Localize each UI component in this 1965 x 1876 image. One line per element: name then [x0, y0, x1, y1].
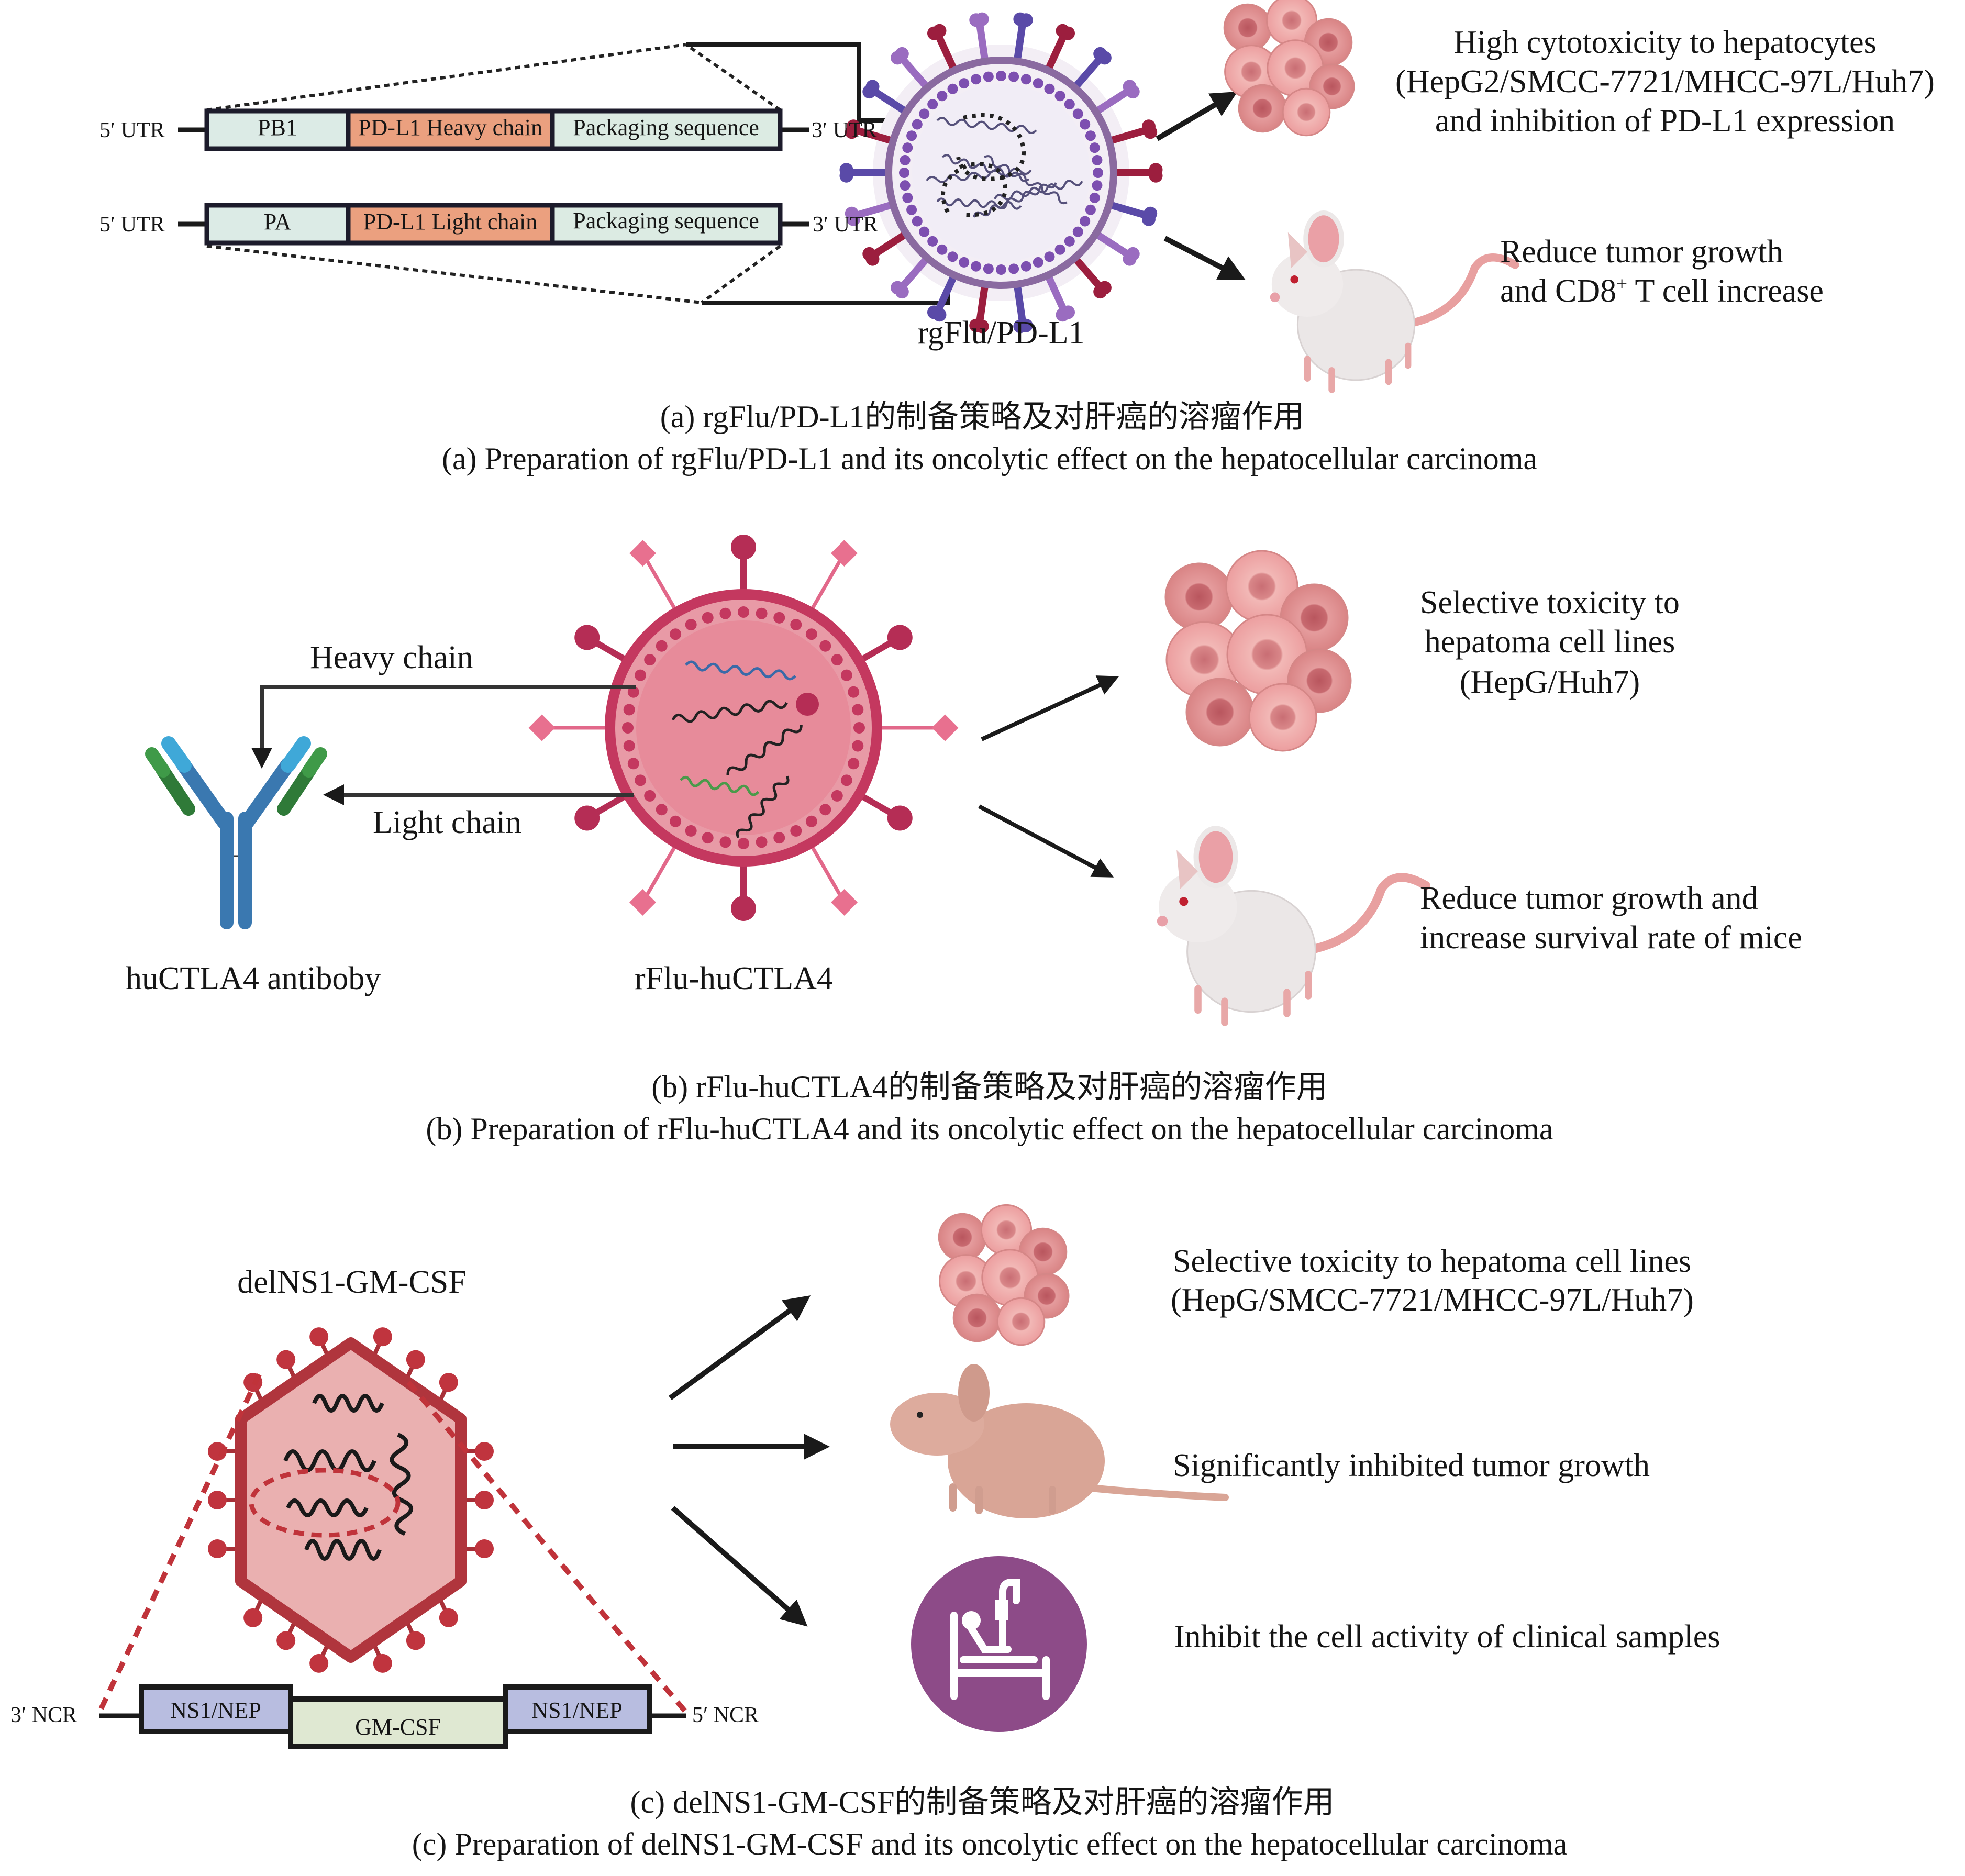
segment-pdl1-light-label: PD-L1 Light chain [363, 209, 538, 235]
tumor-cell [996, 1297, 1046, 1346]
segment-ns1-nep [139, 1684, 293, 1734]
segment-gmcsf-label: GM-CSF [355, 1714, 441, 1740]
influenza-virus-a-icon [839, 12, 1163, 334]
tumor-cell [1248, 683, 1317, 752]
tumor-cells-icon [1164, 550, 1352, 752]
nude-mouse-icon [890, 1364, 1229, 1518]
arrow-to-cells [1156, 91, 1238, 141]
arrow-to-clinical [671, 1506, 808, 1627]
zoom-line [206, 43, 686, 112]
segment-pb1-label: PB1 [258, 115, 297, 140]
antibody-icon [145, 736, 327, 929]
outcome-mouse-line: and CD8+ T cell increase [1500, 273, 1824, 309]
segment-pa-label: PA [263, 209, 292, 235]
zoom-line [685, 43, 781, 112]
outcome-cells-line: (HepG2/SMCC-7721/MHCC-97L/Huh7) [1395, 64, 1935, 99]
text-fragment: and CD8 [1500, 273, 1617, 309]
superscript: + [1616, 273, 1628, 295]
caption-c-en: (c) Preparation of delNS1-GM-CSF and its… [412, 1827, 1568, 1861]
virus-b-label: rFlu-huCTLA4 [635, 961, 833, 996]
segment-packaging-label: Packaging sequence [573, 115, 759, 140]
caption-c-cn: (c) delNS1-GM-CSF的制备策略及对肝癌的溶瘤作用 [630, 1785, 1335, 1819]
outcome-cells-line: Selective toxicity to [1420, 585, 1680, 620]
segment-pdl1-heavy-label: PD-L1 Heavy chain [358, 115, 542, 140]
panel-c-construct [99, 1684, 686, 1749]
tumor-cell [1223, 3, 1272, 52]
region-highlight [249, 1468, 401, 1538]
outcome-mouse-line: increase survival rate of mice [1420, 920, 1802, 956]
segment-packaging [550, 108, 783, 151]
tumor-cells-icon [938, 1204, 1070, 1346]
zoom-line [97, 1373, 262, 1714]
heavy-chain-arrow [251, 685, 636, 769]
panel-a-constructs [178, 42, 950, 305]
arrow-to-cells [981, 675, 1119, 741]
outcome-mouse-line: Reduce tumor growth and [1420, 881, 1758, 916]
utr-5-label: 5′ UTR [99, 118, 165, 142]
outcome-mouse-line: Significantly inhibited tumor growth [1173, 1448, 1650, 1483]
virus-c-label: delNS1-GM-CSF [237, 1264, 467, 1300]
outcome-cells-line: Selective toxicity to hepatoma cell line… [1173, 1244, 1691, 1279]
outcome-cells-line: hepatoma cell lines [1424, 624, 1675, 660]
antibody-label: huCTLA4 antiboby [126, 961, 381, 996]
segment-ns1-nep [503, 1684, 652, 1734]
utr-3-label: 3′ UTR [813, 213, 878, 237]
hexagonal-virus-icon [208, 1327, 494, 1673]
segment-packaging [550, 203, 783, 246]
caption-b-cn: (b) rFlu-huCTLA4的制备策略及对肝癌的溶瘤作用 [651, 1070, 1328, 1104]
influenza-virus-b-icon [528, 535, 959, 921]
utr-3-label: 3′ UTR [812, 118, 877, 142]
text-fragment: T cell increase [1627, 273, 1824, 309]
white-mouse-icon [1157, 826, 1430, 1026]
hospital-bed-icon [911, 1556, 1087, 1732]
outcome-cells-line: (HepG/Huh7) [1459, 664, 1640, 700]
caption-b-en: (b) Preparation of rFlu-huCTLA4 and its … [426, 1112, 1553, 1146]
virus-a-label: rgFlu/PD-L1 [917, 315, 1085, 351]
segment-pdl1-heavy [346, 108, 555, 151]
tumor-cell [938, 1213, 987, 1262]
arrow-to-mouse [978, 804, 1114, 878]
white-mouse-icon [1270, 210, 1519, 393]
outcome-mouse-line: Reduce tumor growth [1500, 234, 1783, 270]
outcome-cells-line: (HepG/SMCC-7721/MHCC-97L/Huh7) [1171, 1282, 1694, 1318]
segment-packaging-label: Packaging sequence [573, 208, 759, 234]
tumor-cell [1238, 84, 1287, 133]
segment-pdl1-light [346, 203, 555, 246]
zoom-line [406, 1380, 688, 1714]
caption-a-en: (a) Preparation of rgFlu/PD-L1 and its o… [441, 441, 1538, 476]
segment-ns1-nep-label: NS1/NEP [170, 1697, 261, 1723]
tumor-cell [1185, 678, 1255, 747]
tumor-cell [1282, 87, 1331, 137]
tumor-cell [952, 1293, 1002, 1342]
tumor-cells-icon [1223, 0, 1355, 137]
segment-ns1-nep-label: NS1/NEP [531, 1697, 623, 1723]
caption-a-cn: (a) rgFlu/PD-L1的制备策略及对肝癌的溶瘤作用 [660, 399, 1305, 434]
tumor-cell [1164, 562, 1234, 631]
outcome-cells-line: High cytotoxicity to hepatocytes [1453, 25, 1877, 60]
zoom-line [206, 245, 702, 304]
ncr-5-label: 5′ NCR [692, 1703, 759, 1727]
arrow-to-cells [669, 1295, 811, 1401]
arrow-to-mouse [1163, 236, 1246, 280]
light-chain-label: Light chain [373, 805, 522, 840]
zoom-line [701, 245, 781, 304]
outcome-cells-line: and inhibition of PD-L1 expression [1435, 103, 1895, 139]
utr-5-label: 5′ UTR [99, 213, 165, 237]
heavy-chain-label: Heavy chain [310, 640, 473, 675]
outcome-clinical-line: Inhibit the cell activity of clinical sa… [1174, 1619, 1720, 1655]
ncr-3-label: 3′ NCR [10, 1703, 77, 1727]
